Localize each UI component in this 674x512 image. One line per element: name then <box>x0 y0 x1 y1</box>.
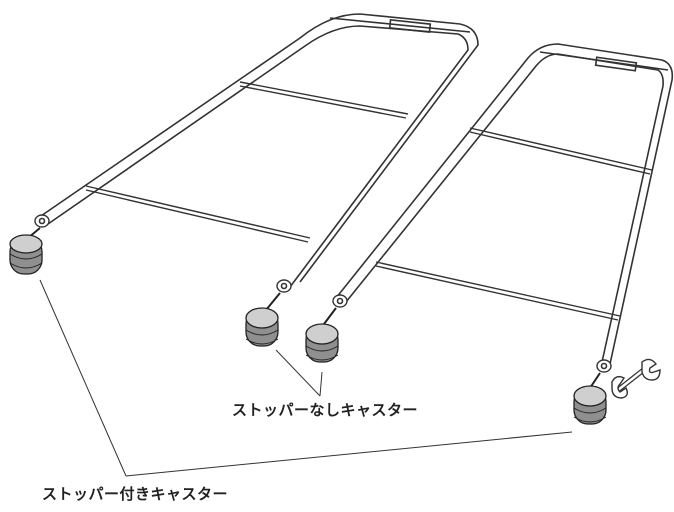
leader-lines <box>39 279 573 477</box>
casters-with-stopper-label: ストッパー付きキャスター <box>42 485 229 503</box>
caster-with-stopper-right <box>573 372 607 425</box>
caster-with-stopper-left <box>9 227 43 275</box>
caster-without-stopper-2 <box>305 307 339 363</box>
casters-without-stopper-label: ストッパーなしキャスター <box>232 401 419 419</box>
caster-without-stopper-1 <box>245 292 281 347</box>
frame-left <box>34 13 479 293</box>
frame-right <box>332 43 674 373</box>
wrench-icon <box>611 358 661 399</box>
